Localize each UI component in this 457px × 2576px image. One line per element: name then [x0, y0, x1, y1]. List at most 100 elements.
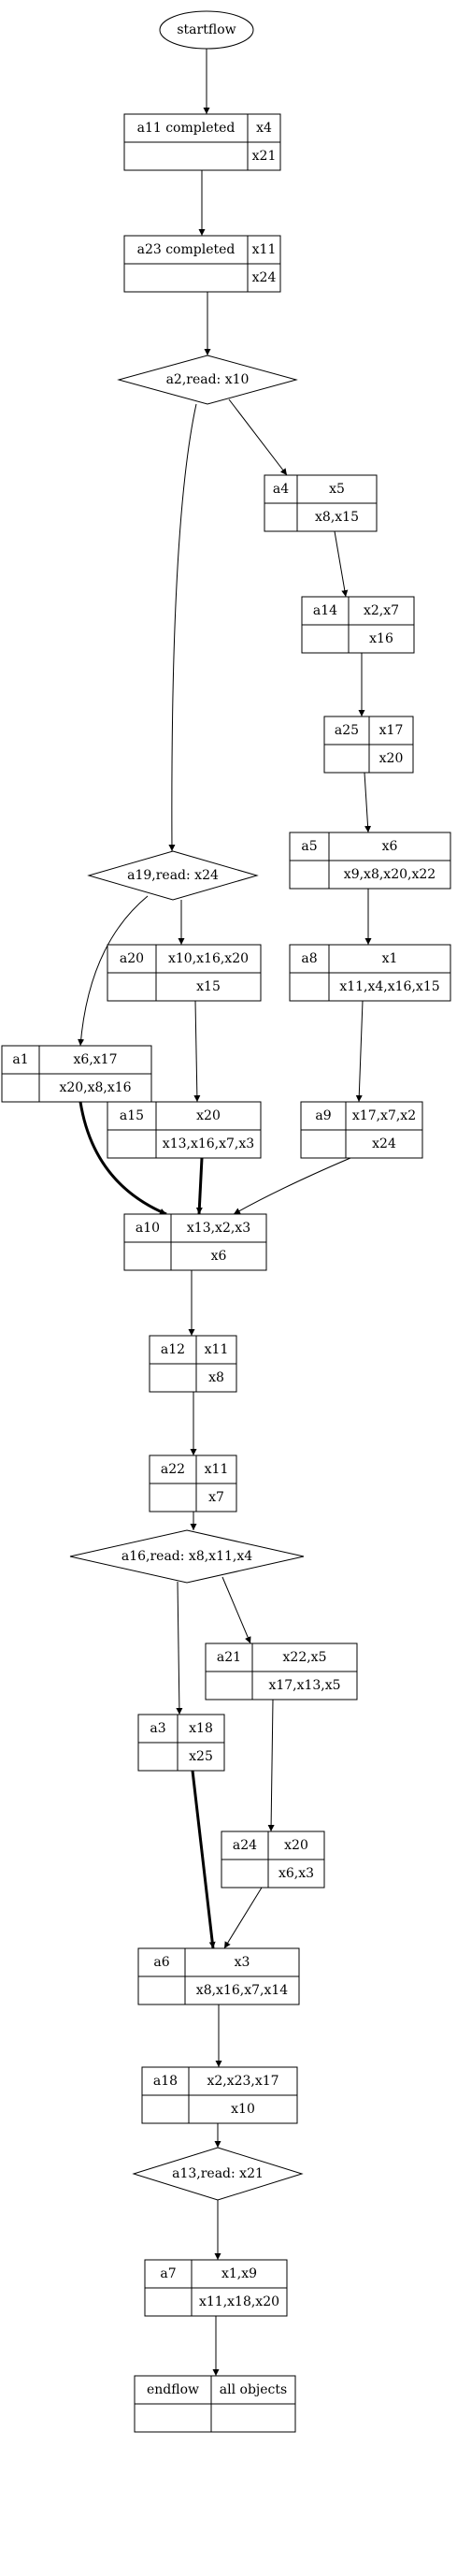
node-a13: a13,read: x21 [132, 2147, 304, 2201]
read-objects: x20 [379, 751, 404, 766]
edge-a19-to-a1 [78, 895, 149, 1047]
read-objects: x8 [208, 1370, 224, 1385]
written-objects: x6 [382, 839, 398, 854]
written-objects: x6,x17 [74, 1052, 118, 1067]
written-objects: x1 [382, 951, 398, 966]
activity-name: a25 [335, 723, 359, 738]
read-objects: x9,x8,x20,x22 [344, 867, 436, 882]
written-objects: x13,x2,x3 [187, 1221, 250, 1236]
read-objects: x17,x13,x5 [268, 1678, 340, 1693]
edge-a15-to-a10 [195, 1157, 204, 1215]
node-a8: a8 x1 x11,x4,x16,x15 [289, 944, 451, 1002]
written-objects: x11 [252, 242, 277, 257]
activity-name: a20 [120, 951, 144, 966]
activity-name: a18 [153, 2074, 178, 2089]
edge-a21-to-a24 [267, 1699, 275, 1832]
activity-name: a10 [136, 1221, 160, 1236]
node-a2: a2,read: x10 [117, 355, 298, 405]
edges-layer [78, 49, 372, 2376]
activity-name: a22 [161, 1462, 185, 1477]
nodes-layer: startflow a11 completed x4 x21 a23 completed… [1, 10, 451, 2433]
decision-diamond [87, 850, 259, 901]
decision-label: a2,read: x10 [166, 372, 250, 387]
read-objects: x20,x8,x16 [59, 1080, 131, 1095]
activity-name: a11 completed [137, 121, 236, 136]
decision-label: a16,read: x8,x11,x4 [121, 1549, 252, 1564]
activity-name: a5 [301, 839, 317, 854]
read-objects: x21 [252, 149, 277, 164]
end-objects-label: all objects [220, 2382, 287, 2397]
activity-name: a14 [313, 603, 337, 618]
edge-a2-to-a4 [228, 398, 288, 476]
edge-a9-to-a10 [233, 1157, 351, 1215]
written-objects: x17 [379, 723, 404, 738]
activity-name: a12 [161, 1342, 185, 1357]
edge-a2-to-a19 [168, 403, 197, 852]
activity-name: a15 [120, 1108, 144, 1123]
read-objects: x24 [372, 1136, 396, 1151]
edge-a16-to-a3 [176, 1581, 183, 1715]
activity-name: a23 completed [137, 242, 236, 257]
written-objects: x11 [205, 1342, 229, 1357]
read-objects: x10 [231, 2102, 255, 2117]
edge-a8-to-a9 [355, 1000, 364, 1103]
read-objects: x11,x18,x20 [199, 2294, 279, 2309]
written-objects: x4 [256, 121, 272, 136]
node-a25: a25 x17 x20 [323, 716, 414, 774]
activity-name: a9 [315, 1108, 331, 1123]
written-objects: x18 [189, 1721, 213, 1736]
read-objects: x24 [252, 270, 277, 285]
activity-name: a24 [233, 1838, 257, 1853]
edge-a1-to-a10 [79, 1101, 167, 1216]
start-ellipse [159, 10, 254, 50]
end-label: endflow [147, 2382, 199, 2397]
decision-diamond [132, 2147, 304, 2201]
node-a5: a5 x6 x9,x8,x20,x22 [289, 832, 451, 890]
activity-name: a6 [153, 1955, 169, 1970]
read-objects: x11,x4,x16,x15 [339, 979, 439, 994]
edge-a25-to-a5 [364, 772, 372, 833]
written-objects: x11 [205, 1462, 229, 1477]
node-a23: a23 completed x11 x24 [123, 235, 281, 293]
decision-label: a19,read: x24 [127, 868, 219, 883]
read-objects: x25 [189, 1749, 213, 1764]
read-objects: x6,x3 [278, 1866, 314, 1881]
node-a16: a16,read: x8,x11,x4 [69, 1529, 305, 1584]
node-a12: a12 x11 x8 [149, 1335, 237, 1393]
written-objects: x3 [235, 1955, 250, 1970]
node-a6: a6 x3 x8,x16,x7,x14 [137, 1947, 300, 2005]
read-objects: x13,x16,x7,x3 [163, 1136, 254, 1151]
decision-diamond [117, 355, 298, 405]
edge-a16-to-a21 [221, 1576, 251, 1644]
written-objects: x1,x9 [221, 2266, 257, 2281]
edge-a4-to-a14 [334, 530, 349, 598]
read-objects: x6 [211, 1249, 227, 1264]
decision-diamond [69, 1529, 305, 1584]
activity-name: a8 [301, 951, 317, 966]
node-end: endflow all objects [134, 2375, 296, 2433]
node-a11: a11 completed x4 x21 [123, 113, 281, 171]
read-objects: x8,x16,x7,x14 [196, 1983, 288, 1998]
edge-a3-to-a6 [191, 1770, 216, 1949]
written-objects: x10,x16,x20 [168, 951, 249, 966]
written-objects: x2,x7 [364, 603, 399, 618]
written-objects: x5 [329, 482, 345, 497]
read-objects: x8,x15 [315, 510, 359, 525]
node-start: startflow [159, 10, 254, 50]
edge-a24-to-a6 [223, 1887, 263, 1949]
written-objects: x22,x5 [283, 1650, 327, 1665]
edge-a20-to-a15 [193, 1000, 201, 1103]
node-a10: a10 x13,x2,x3 x6 [123, 1213, 267, 1271]
